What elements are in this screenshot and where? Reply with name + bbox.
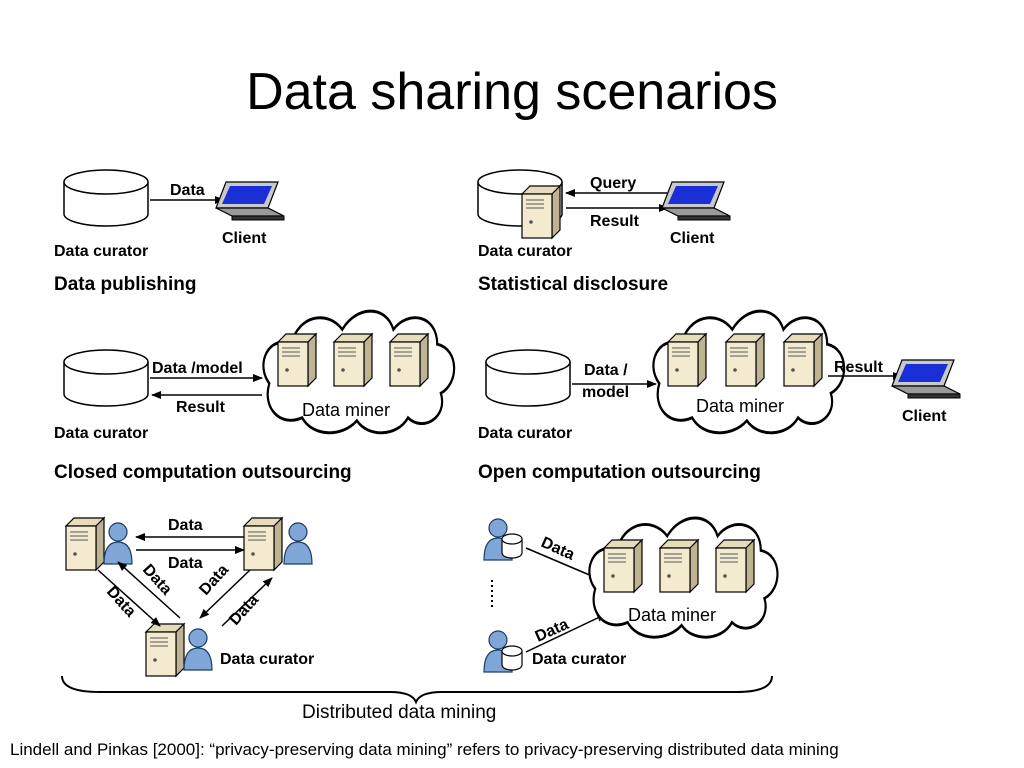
server-icon (333, 333, 373, 387)
data-arrow (525, 613, 607, 653)
laptop-icon (215, 181, 285, 221)
distributed-miner-scenario: Data Data Data miner Data curator (483, 516, 779, 673)
database-icon (501, 533, 523, 559)
person-icon (283, 522, 313, 565)
laptop-icon (661, 181, 731, 221)
result-label: Result (176, 399, 226, 416)
curator-label: Data curator (54, 425, 148, 442)
database-icon (485, 349, 571, 407)
brace-label: Distributed data mining (302, 702, 496, 723)
curator-label: Data curator (478, 425, 572, 442)
server-icon (389, 333, 429, 387)
server-icon (667, 333, 707, 387)
person-icon (103, 522, 133, 565)
data-arrow-label: Data (170, 182, 205, 199)
curator-label: Data curator (54, 243, 148, 260)
client-label: Client (670, 230, 715, 247)
server-icon (715, 539, 755, 593)
data-model-label-2: model (582, 384, 629, 401)
curator-label: Data curator (220, 651, 314, 668)
scenario-caption: Data publishing (54, 274, 197, 295)
data-publishing-scenario: Data Client Data curator Data publishing (54, 169, 285, 295)
data-label: Data (226, 591, 262, 628)
database-icon (63, 349, 149, 407)
data-model-label: Data /model (152, 360, 243, 377)
data-label: Data (103, 583, 139, 620)
slide-title: Data sharing scenarios (246, 63, 778, 121)
statistical-disclosure-scenario: Query Result Client Data curator Statist… (477, 169, 731, 295)
query-label: Query (590, 175, 636, 192)
scenario-caption: Statistical disclosure (478, 274, 668, 295)
server-icon (603, 539, 643, 593)
server-icon (783, 333, 823, 387)
server-icon (277, 333, 317, 387)
footnote: Lindell and Pinkas [2000]: “privacy-pres… (10, 740, 839, 759)
distributed-brace: Distributed data mining (61, 675, 773, 723)
result-label: Result (834, 359, 884, 376)
data-arrow (221, 577, 273, 627)
laptop-icon (891, 359, 961, 399)
data-arrow (97, 569, 161, 627)
data-model-label-1: Data / (584, 362, 628, 379)
open-outsourcing-scenario: Data / model Data miner Result Client Da… (478, 309, 961, 483)
server-icon (243, 517, 283, 571)
database-icon (63, 169, 149, 227)
server-icon (725, 333, 765, 387)
result-label: Result (590, 213, 640, 230)
curator-label: Data curator (478, 243, 572, 260)
data-label: Data (538, 534, 577, 564)
curly-brace (61, 675, 773, 705)
data-arrow (117, 561, 181, 619)
server-icon (65, 517, 105, 571)
client-label: Client (222, 230, 267, 247)
curator-label: Data curator (532, 651, 626, 668)
server-icon (659, 539, 699, 593)
data-arrow (199, 569, 251, 619)
client-label: Client (902, 408, 947, 425)
scenario-caption: Closed computation outsourcing (54, 462, 352, 483)
distributed-peer-scenario: Data Data Data Data Data Data Data curat… (65, 517, 314, 677)
database-icon (501, 645, 523, 671)
data-label: Data (168, 517, 203, 534)
data-miner-label: Data miner (696, 396, 784, 416)
data-label: Data (533, 616, 572, 646)
server-icon (145, 623, 185, 677)
person-icon (183, 628, 213, 671)
scenario-caption: Open computation outsourcing (478, 462, 761, 483)
closed-outsourcing-scenario: Data /model Result Data miner Data curat… (54, 309, 456, 483)
data-miner-label: Data miner (302, 400, 390, 420)
data-miner-label: Data miner (628, 605, 716, 625)
server-icon (521, 185, 561, 239)
data-label: Data (168, 555, 203, 572)
